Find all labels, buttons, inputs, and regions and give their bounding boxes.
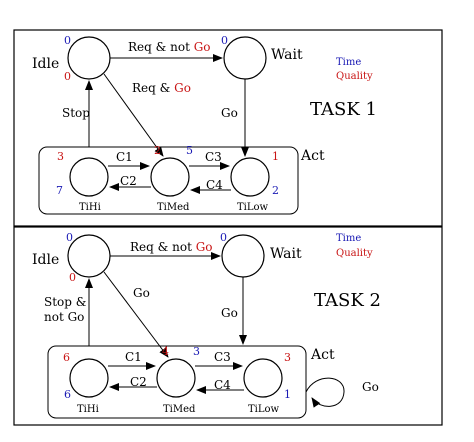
- task1-tilow-quality: 1: [272, 150, 279, 163]
- task1-stop-label: Stop: [62, 106, 90, 120]
- task1-wait-node: [223, 36, 267, 80]
- task2-timed-time: 3: [193, 345, 200, 358]
- task1-edge-idle-timed: [103, 73, 164, 157]
- task1-panel: Idle Wait Act TASK 1 TiHi TiMed TiLow Re…: [13, 29, 443, 227]
- task1-frame: [13, 29, 443, 227]
- task1-timed-time: 5: [186, 144, 193, 157]
- task2-self-loop-label: Go: [362, 380, 379, 394]
- task1-idle-node: [67, 36, 111, 80]
- task2-c2-label: C2: [130, 375, 147, 389]
- task2-stop-label-line1: Stop &: [44, 295, 87, 309]
- task2-act-box: [47, 345, 307, 419]
- task2-c1-label: C1: [125, 350, 142, 364]
- task1-act-box: [38, 146, 299, 215]
- task1-legend-time: Time: [336, 57, 361, 68]
- task2-tilow-time: 1: [284, 388, 291, 401]
- task2-edge-idle-timed: [103, 271, 169, 358]
- task2-frame: [13, 226, 443, 426]
- task1-tilow-node: [230, 157, 270, 197]
- task1-tilow-label: TiLow: [237, 202, 269, 213]
- task2-tilow-quality: 3: [284, 351, 291, 364]
- task2-c3-label: C3: [214, 350, 231, 364]
- task2-panel: Idle Wait Act TASK 2 TiHi TiMed TiLow Re…: [13, 226, 443, 426]
- task1-tihi-time: 7: [56, 184, 63, 197]
- task2-tihi-label: TiHi: [77, 404, 99, 415]
- task1-tihi-node: [69, 157, 109, 197]
- task1-idle-label: Idle: [32, 56, 59, 72]
- task1-legend-quality: Quality: [336, 71, 373, 82]
- task2-tilow-node: [243, 358, 283, 398]
- task1-c2-label: C2: [120, 174, 137, 188]
- task1-idle-wait-label: Req & not Go: [128, 40, 211, 54]
- task1-act-label: Act: [300, 148, 325, 164]
- task2-wait-act-label: Go: [221, 306, 238, 320]
- task1-wait-time: 0: [221, 34, 228, 47]
- task2-idle-time: 0: [66, 231, 73, 244]
- task1-timed-label: TiMed: [157, 202, 190, 213]
- task1-timed-node: [150, 157, 190, 197]
- task2-idle-timed-label: Go: [133, 286, 150, 300]
- task1-idle-timed-label: Req & Go: [132, 81, 191, 95]
- task2-act-label: Act: [310, 347, 335, 363]
- task1-c4-label: C4: [206, 178, 223, 192]
- task1-tilow-time: 2: [272, 184, 279, 197]
- task2-tihi-time: 6: [64, 388, 71, 401]
- task2-legend-quality: Quality: [336, 248, 373, 259]
- task1-timed-quality: 2: [154, 144, 161, 157]
- task2-timed-label: TiMed: [163, 404, 196, 415]
- task1-wait-act-label: Go: [221, 106, 238, 120]
- task2-title: TASK 2: [314, 290, 381, 311]
- task2-timed-quality: 4: [162, 345, 169, 358]
- task2-stop-label-line2: not Go: [44, 310, 84, 324]
- task2-idle-label: Idle: [32, 252, 59, 268]
- task1-idle-time: 0: [64, 34, 71, 47]
- task1-tihi-label: TiHi: [79, 202, 101, 213]
- task1-wait-label: Wait: [271, 47, 303, 63]
- task2-tihi-quality: 6: [63, 351, 70, 364]
- task2-wait-label: Wait: [270, 246, 302, 262]
- task1-title: TASK 1: [310, 99, 377, 120]
- task2-idle-quality: 0: [69, 271, 76, 284]
- task2-legend-time: Time: [336, 233, 361, 244]
- task2-tilow-label: TiLow: [248, 404, 280, 415]
- task1-c3-label: C3: [205, 150, 222, 164]
- task2-wait-node: [221, 234, 265, 278]
- task2-wait-time: 0: [220, 231, 227, 244]
- task1-idle-quality: 0: [64, 70, 71, 83]
- task1-tihi-quality: 3: [57, 150, 64, 163]
- task2-c4-label: C4: [214, 378, 231, 392]
- task1-c1-label: C1: [116, 150, 133, 164]
- task2-timed-node: [156, 358, 196, 398]
- task2-edge-self-loop: [305, 377, 345, 408]
- task2-idle-wait-label: Req & not Go: [130, 240, 213, 254]
- task2-tihi-node: [69, 358, 109, 398]
